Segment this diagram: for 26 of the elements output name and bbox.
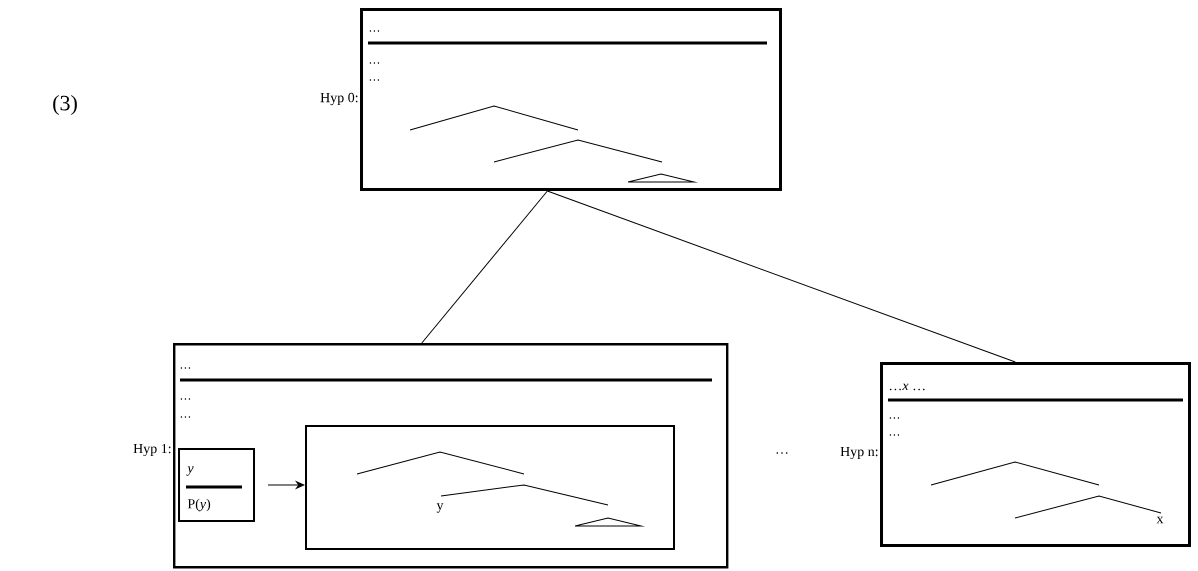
ellipsis-text: … xyxy=(889,434,900,436)
ellipsis-text: … xyxy=(776,452,788,454)
ellipsis-text: … xyxy=(180,367,191,369)
hyp-label: Hyp 1: xyxy=(133,443,171,457)
ellipsis-text: … xyxy=(180,416,191,418)
ellipsis-text: … xyxy=(369,79,380,81)
ellipsis-text: … xyxy=(889,417,900,419)
proof-box xyxy=(173,343,729,569)
proof-box xyxy=(178,448,255,522)
ellipsis-text: … xyxy=(369,62,380,64)
ellipsis-text: … xyxy=(369,30,380,32)
proof-box xyxy=(305,425,675,550)
leaf-label: y xyxy=(436,503,444,513)
predicate-label: P(y) xyxy=(187,498,211,512)
example-number: (3) xyxy=(53,95,77,115)
connector-line xyxy=(267,481,305,489)
leaf-label: x xyxy=(1156,516,1164,524)
hyp-label: Hyp n: xyxy=(840,446,878,460)
connector-line xyxy=(546,190,1016,363)
proof-box xyxy=(880,362,1191,547)
proof-box xyxy=(360,8,782,191)
connector-line xyxy=(421,190,548,344)
ellipsis-text: … xyxy=(180,398,191,400)
formula-text: …x … xyxy=(889,383,925,391)
variable-label: y xyxy=(186,466,194,476)
hyp-label: Hyp 0: xyxy=(320,92,358,106)
